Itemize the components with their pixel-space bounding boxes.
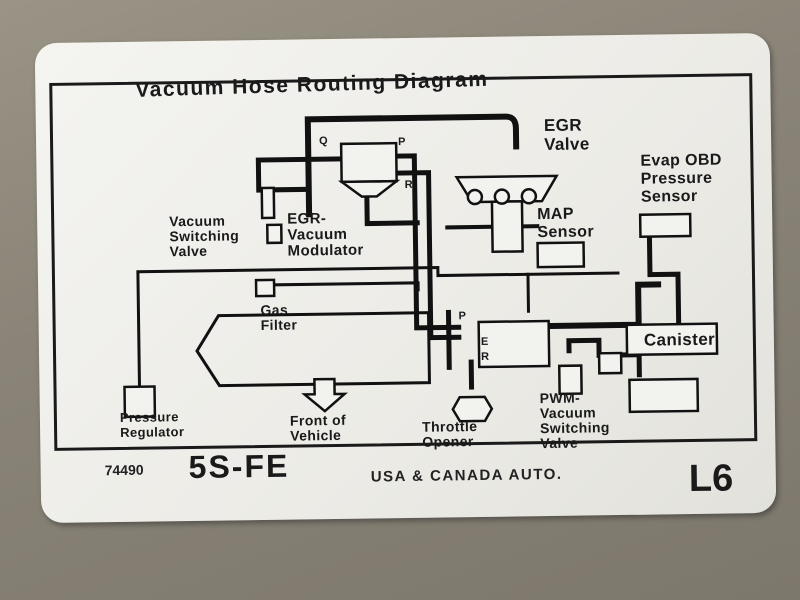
- front-arrow-icon: [301, 377, 348, 413]
- egr-valve-port-2: [493, 188, 511, 205]
- egr-vacuum-modulator-funnel: [337, 179, 401, 198]
- egr-valve-label: EGR Valve: [543, 115, 590, 155]
- hose-modulator-r: [394, 170, 462, 341]
- vacuum-switching-valve-coil: [265, 223, 283, 245]
- pwm-vsv-label: PWM- Vacuum Switching Valve: [539, 389, 610, 452]
- port-p2-label: P: [458, 310, 467, 323]
- port-p-label: P: [398, 135, 406, 149]
- canister-label: Canister: [643, 329, 716, 350]
- egr-valve-port-3: [520, 188, 538, 205]
- front-of-vehicle-label: Front of Vehicle: [289, 411, 347, 444]
- evap-obd-label: Evap OBD Pressure Sensor: [640, 151, 722, 206]
- hose-te-p: [445, 309, 452, 370]
- pressure-regulator-body: [123, 385, 157, 419]
- port-r-label: R: [404, 178, 414, 192]
- hose-modulator-p: [393, 153, 462, 331]
- throttle-body: [477, 319, 551, 369]
- engine-outline: [195, 311, 431, 388]
- throttle-opener-label: Throttle Opener: [421, 418, 478, 450]
- line-to-canister: [526, 272, 530, 313]
- diagram-label-sticker: Vacuum Hose Routing Diagram: [34, 32, 777, 524]
- label-code: L6: [688, 457, 734, 501]
- port-q-label: Q: [318, 135, 329, 148]
- hose-evap-line: [646, 232, 682, 337]
- pressure-regulator-label: Pressure Regulator: [119, 409, 185, 440]
- part-number: 74490: [104, 461, 144, 479]
- line-pressure-reg: [136, 266, 620, 389]
- hose-egr-to-map: [364, 195, 420, 227]
- hose-routing-drawing: [123, 113, 719, 423]
- vacuum-switching-valve-body: [260, 186, 276, 220]
- engine-code: 5S-FE: [188, 447, 290, 486]
- vacuum-switching-valve-label: Vacuum Switching Valve: [169, 212, 240, 260]
- hose-canister-line: [505, 281, 662, 330]
- throttle-opener-body: [451, 395, 494, 423]
- egr-valve-port-1: [466, 188, 484, 206]
- canister-lower-box: [628, 377, 700, 414]
- map-sensor-label: MAP Sensor: [537, 205, 595, 242]
- gas-filter-body: [254, 278, 276, 298]
- port-r2-label: R: [481, 350, 490, 363]
- egr-valve-stem: [490, 200, 524, 254]
- pwm-vsv-body: [557, 364, 583, 396]
- evap-obd-sensor-body: [638, 212, 692, 238]
- port-e-label: E: [480, 335, 489, 348]
- egr-vacuum-modulator-label: EGR- Vacuum Modulator: [287, 210, 364, 260]
- hose-pwm: [566, 337, 642, 378]
- market-label: USA & CANADA AUTO.: [370, 465, 563, 486]
- pwm-vsv-coil: [597, 351, 623, 375]
- gas-filter-label: Gas Filter: [260, 301, 298, 334]
- hose-modulator-q: [255, 156, 344, 193]
- map-sensor-body: [536, 241, 586, 269]
- hose-vsv-to-egr: [304, 113, 520, 218]
- line-gas-filter: [256, 281, 420, 292]
- canister-body: [625, 322, 719, 357]
- egr-vacuum-modulator-body: [339, 141, 398, 184]
